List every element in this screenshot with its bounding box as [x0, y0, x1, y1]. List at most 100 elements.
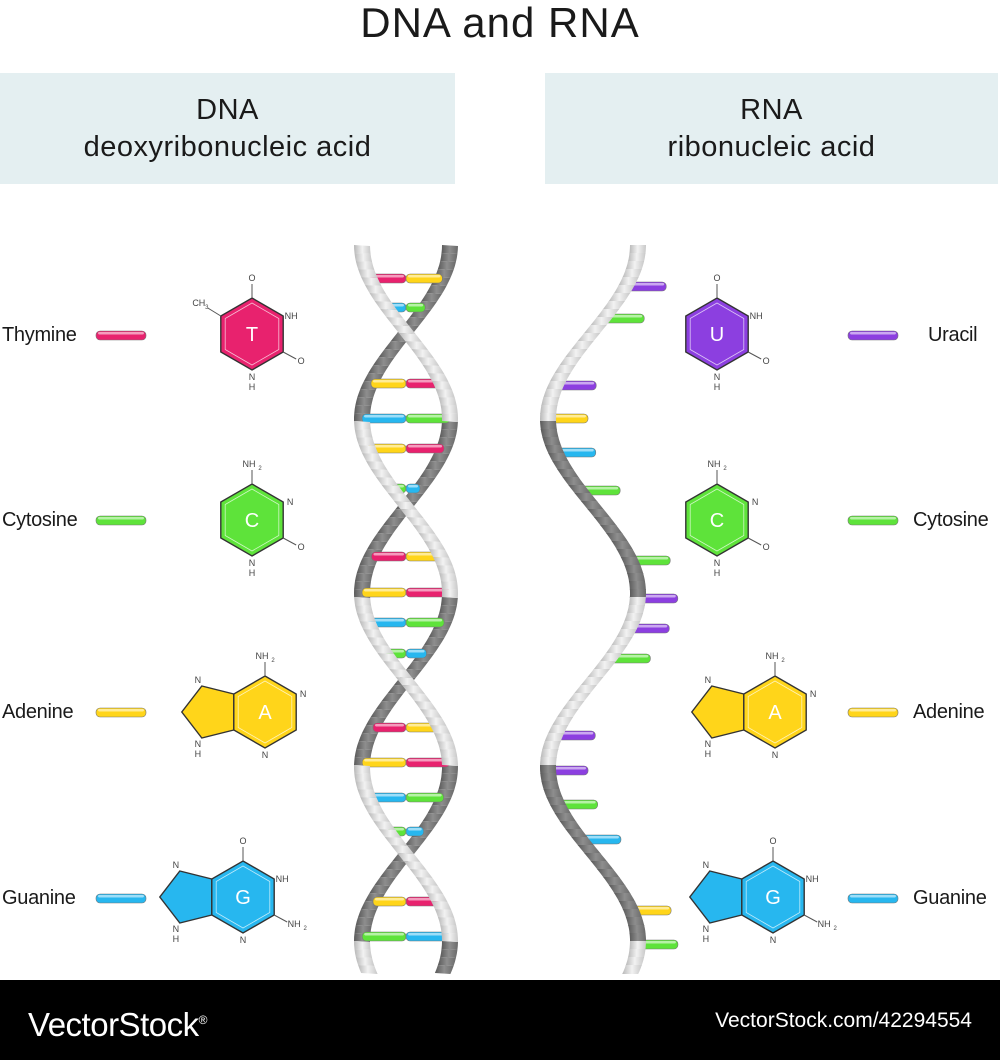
- dna-strand-b-segment: [378, 349, 400, 358]
- atom-n-bottom: N: [249, 558, 256, 568]
- rna-strand-segment: [590, 861, 614, 870]
- dna-strand-b-segment: [390, 845, 414, 854]
- atom-n-bottom-left: N: [703, 924, 710, 934]
- atom-n-bottom-left: N: [173, 924, 180, 934]
- dna-base-pair-14-right: [405, 826, 425, 837]
- atom-nh-right: NH: [276, 874, 289, 884]
- rna-strand-segment: [540, 421, 557, 430]
- rna-strand-segment: [626, 605, 645, 614]
- dna-strand-a-segment: [417, 357, 440, 366]
- dna-strand-a-segment: [440, 773, 458, 782]
- dna-strand-a-segment: [429, 453, 450, 462]
- dna-strand-a-segment: [356, 565, 376, 574]
- dna-strand-a-segment: [411, 349, 434, 358]
- atom-n-right: N: [752, 497, 759, 507]
- dna-strand-b-segment: [356, 437, 376, 446]
- diagram-title: DNA and RNA: [360, 0, 640, 46]
- dna-strand-a-segment: [380, 309, 403, 318]
- atom-nh2-sub: 2: [834, 926, 838, 932]
- dna-strand-b-segment: [354, 765, 371, 774]
- atom-n-top-left: N: [195, 675, 202, 685]
- dna-strand-b-segment: [357, 389, 376, 398]
- atom-n-bottom: N: [772, 750, 779, 760]
- dna-base-pair-4-left: [361, 413, 407, 424]
- dna-strand-a-segment: [377, 653, 400, 662]
- dna-strand-a-segment: [374, 877, 396, 886]
- dna-strand-a-segment: [405, 837, 427, 846]
- dna-strand-b-segment: [433, 557, 453, 566]
- atom-h-bottom: H: [714, 568, 721, 578]
- rna-strand-segment: [587, 509, 611, 518]
- rna-legend-bar-uracil: [847, 330, 899, 341]
- dna-strand-a-segment: [361, 277, 382, 286]
- rna-label-guanine: Guanine: [913, 887, 987, 909]
- dna-strand-b-segment: [400, 509, 424, 518]
- dna-strand-a-segment: [372, 645, 395, 654]
- atom-h-bottom: H: [714, 382, 721, 392]
- dna-strand-a-segment: [441, 413, 458, 422]
- atom-o-bottom: O: [298, 542, 305, 552]
- rna-strand-segment: [628, 925, 646, 934]
- atom-nh2: NH: [818, 919, 831, 929]
- rna-strand-segment: [540, 749, 559, 758]
- rna-strand-segment: [627, 573, 646, 582]
- dna-base-pair-10-right: [405, 648, 427, 659]
- rna-strand-segment: [580, 501, 605, 510]
- dna-legend-bar-adenine: [95, 707, 147, 718]
- atom-h-bottom: H: [249, 568, 256, 578]
- rna-strand-segment: [573, 685, 597, 694]
- dna-strand-b-segment: [373, 357, 395, 366]
- dna-strand-a-segment: [420, 469, 441, 478]
- dna-strand-a-segment: [437, 741, 456, 750]
- rna-strand-segment: [622, 909, 643, 918]
- rna-strand-segment: [542, 437, 562, 446]
- rna-strand-segment: [540, 405, 558, 414]
- rna-label-uracil: Uracil: [928, 324, 978, 346]
- dna-header-panel: DNA deoxyribonucleic acid: [0, 73, 455, 184]
- dna-base-pair-9-right: [405, 617, 445, 628]
- rna-strand-segment: [554, 365, 576, 374]
- dna-strand-a-segment: [355, 917, 374, 926]
- dna-strand-b-segment: [441, 941, 458, 950]
- dna-strand-b-segment: [354, 405, 372, 414]
- dna-strand-b-segment: [354, 773, 372, 782]
- dna-strand-a-segment: [438, 781, 457, 790]
- rna-strand-segment: [586, 669, 610, 678]
- rna-strand-segment: [565, 829, 589, 838]
- dna-base-pair-11-left: [372, 722, 407, 733]
- rna-strand-segment: [562, 477, 586, 486]
- rna-strand-segment: [551, 717, 574, 726]
- atom-nh2: NH: [243, 459, 256, 469]
- dna-strand-b-segment: [373, 821, 396, 830]
- dna-strand-a-segment: [358, 965, 378, 974]
- dna-heading: DNA: [196, 94, 259, 126]
- dna-base-pair-13-right: [405, 792, 445, 803]
- dna-strand-b-segment: [415, 877, 438, 886]
- dna-strand-b-segment: [370, 709, 392, 718]
- dna-label-thymine: Thymine: [2, 324, 77, 346]
- dna-strand-b-segment: [356, 741, 375, 750]
- dna-strand-a-segment: [434, 733, 454, 742]
- rna-strand-segment: [584, 853, 608, 862]
- dna-strand-b-segment: [368, 365, 389, 374]
- rna-strand-segment: [622, 965, 642, 974]
- atom-h-bottom-left: H: [195, 749, 202, 759]
- rna-label-adenine: Adenine: [913, 701, 985, 723]
- dna-strand-b-segment: [376, 701, 397, 710]
- dna-strand-b-segment: [384, 837, 408, 846]
- rna-strand-segment: [583, 325, 607, 334]
- atom-n-bottom: N: [240, 935, 247, 945]
- dna-strand-b-segment: [440, 949, 458, 958]
- thymine-letter: T: [246, 324, 258, 346]
- atom-n-bottom: N: [770, 935, 777, 945]
- dna-strand-a-segment: [369, 885, 390, 894]
- atom-n-top-left: N: [705, 675, 712, 685]
- dna-strand-b-segment: [364, 805, 385, 814]
- rna-legend-bar-guanine: [847, 893, 899, 904]
- adenine-letter: A: [258, 702, 272, 724]
